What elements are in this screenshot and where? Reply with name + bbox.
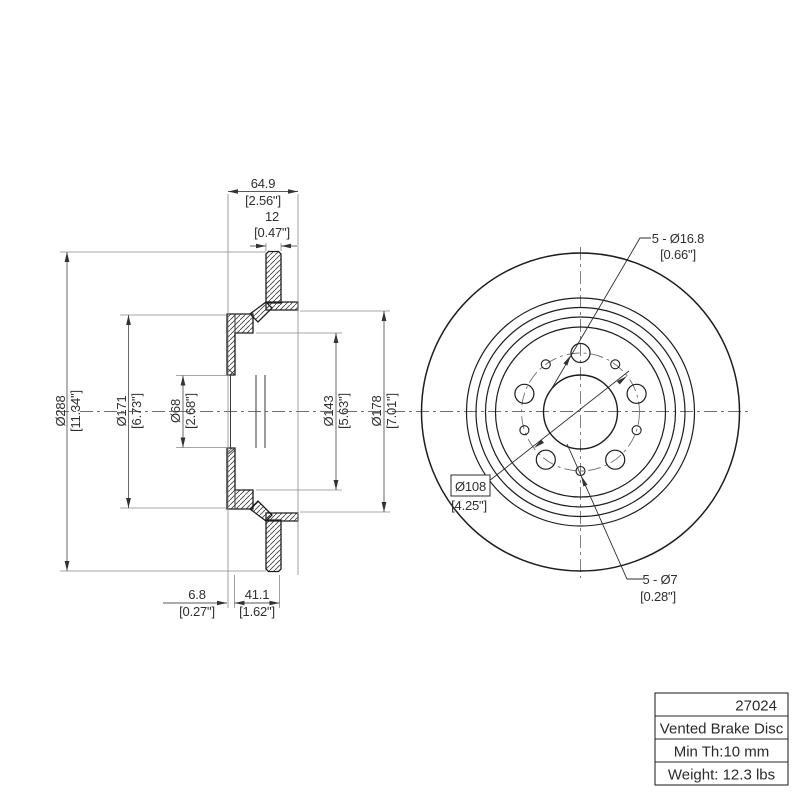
- arrow: [281, 243, 291, 249]
- arrow: [126, 315, 131, 325]
- product-type: Vented Brake Disc: [660, 721, 784, 738]
- dim-flange-mm: Ø171: [114, 395, 129, 426]
- arrow: [288, 189, 298, 194]
- hat-step-circle-3: [484, 316, 677, 508]
- arrow: [217, 600, 227, 606]
- section-friction-ring-top: [265, 250, 282, 304]
- section-friction-ring-bottom: [265, 519, 282, 573]
- bolt-circle-frame: [450, 474, 491, 497]
- title-block: 27024 Vented Brake Disc Min Th:10 mm Wei…: [654, 692, 789, 786]
- dim-hatdepth-in: [1.62"]: [239, 604, 275, 619]
- section-view: [226, 250, 299, 573]
- dim-overall-width-in: [2.56"]: [245, 193, 281, 208]
- lug-hole: [570, 342, 591, 364]
- arrow: [333, 333, 339, 343]
- dim-flange-in: [6.73"]: [129, 393, 144, 429]
- callout-bolt-circle-mm: Ø108: [455, 479, 486, 494]
- section-hat-flange-top: [226, 313, 254, 376]
- hat-step-circle-1: [465, 297, 696, 527]
- dim-hatdepth-mm: 41.1: [245, 587, 270, 602]
- small-hole: [540, 359, 551, 370]
- small-hole: [575, 465, 586, 477]
- dim-hat-mm: Ø178: [369, 395, 384, 426]
- arrow: [381, 311, 387, 321]
- bolt-circle-centerline: [521, 352, 640, 472]
- lug-hole: [605, 449, 626, 470]
- min-thickness: Min Th:10 mm: [674, 744, 770, 761]
- dim-step-in: [5.63"]: [336, 393, 351, 429]
- hat-step-circle-2: [475, 306, 686, 518]
- arrow: [64, 561, 70, 571]
- lug-holes: [514, 342, 647, 470]
- dim-step-mm: Ø143: [321, 395, 336, 426]
- callout-lug-holes-mm: 5 - Ø16.8: [652, 231, 704, 246]
- callout-small-holes-mm: 5 - Ø7: [643, 572, 678, 587]
- small-hole: [519, 425, 530, 436]
- arrow: [256, 243, 266, 249]
- dim-bore-mm: Ø68: [168, 399, 183, 423]
- callout-lug-holes-in: [0.66"]: [660, 247, 696, 262]
- dim-od-mm: Ø288: [53, 395, 68, 426]
- weight: Weight: 12.3 lbs: [668, 767, 775, 784]
- section-hat-flare-bottom: [249, 500, 273, 522]
- arrow: [534, 439, 544, 448]
- arrow: [64, 252, 70, 262]
- lug-hole: [626, 383, 647, 404]
- small-hole: [631, 425, 642, 436]
- leader-lug-holes: [544, 237, 651, 401]
- arrow: [228, 189, 238, 194]
- dim-hatwall-mm: 6.8: [188, 587, 205, 602]
- outer-diameter-circle: [420, 252, 741, 572]
- arrow: [581, 475, 588, 487]
- callout-small-holes-in: [0.28"]: [640, 589, 676, 604]
- arrow: [333, 480, 339, 490]
- front-view: [420, 252, 741, 572]
- arrow: [616, 376, 627, 385]
- section-hat-flare-top: [249, 301, 273, 323]
- hat-step-circle-4: [494, 326, 667, 498]
- center-bore-circle: [542, 374, 619, 450]
- arrow: [563, 355, 571, 366]
- small-hole: [610, 359, 621, 370]
- callout-bolt-circle-in: [4.25"]: [451, 498, 487, 513]
- lug-hole: [535, 449, 556, 470]
- dim-bore-in: [2.68"]: [183, 393, 198, 429]
- part-number: 27024: [735, 698, 777, 715]
- leader-small-holes: [566, 443, 643, 580]
- section-hat-flange-bottom: [226, 447, 254, 510]
- dim-thickness-in: [0.47"]: [254, 225, 290, 240]
- dim-hat-in: [7.01"]: [384, 393, 399, 429]
- arrow: [180, 437, 186, 448]
- dim-overall-width-mm: 64.9: [251, 176, 276, 191]
- arrow: [180, 375, 186, 386]
- arrow: [269, 600, 280, 606]
- arrow: [234, 600, 245, 606]
- leader-bolt-circle: [488, 370, 630, 482]
- callouts: 5 - Ø16.8 [0.66"] Ø108 [4.25"] 5 - Ø7 [0…: [450, 231, 704, 604]
- dimensions: 64.9 [2.56"] 12 [0.47"] Ø288 [11.34"] Ø1…: [53, 176, 399, 619]
- lug-hole: [514, 383, 535, 404]
- dim-od-in: [11.34"]: [68, 390, 83, 432]
- arrow: [381, 502, 387, 512]
- dim-thickness-mm: 12: [265, 209, 279, 224]
- arrow: [126, 498, 131, 508]
- centerlines: [56, 247, 748, 578]
- small-holes: [519, 359, 642, 477]
- dim-hatwall-in: [0.27"]: [179, 604, 215, 619]
